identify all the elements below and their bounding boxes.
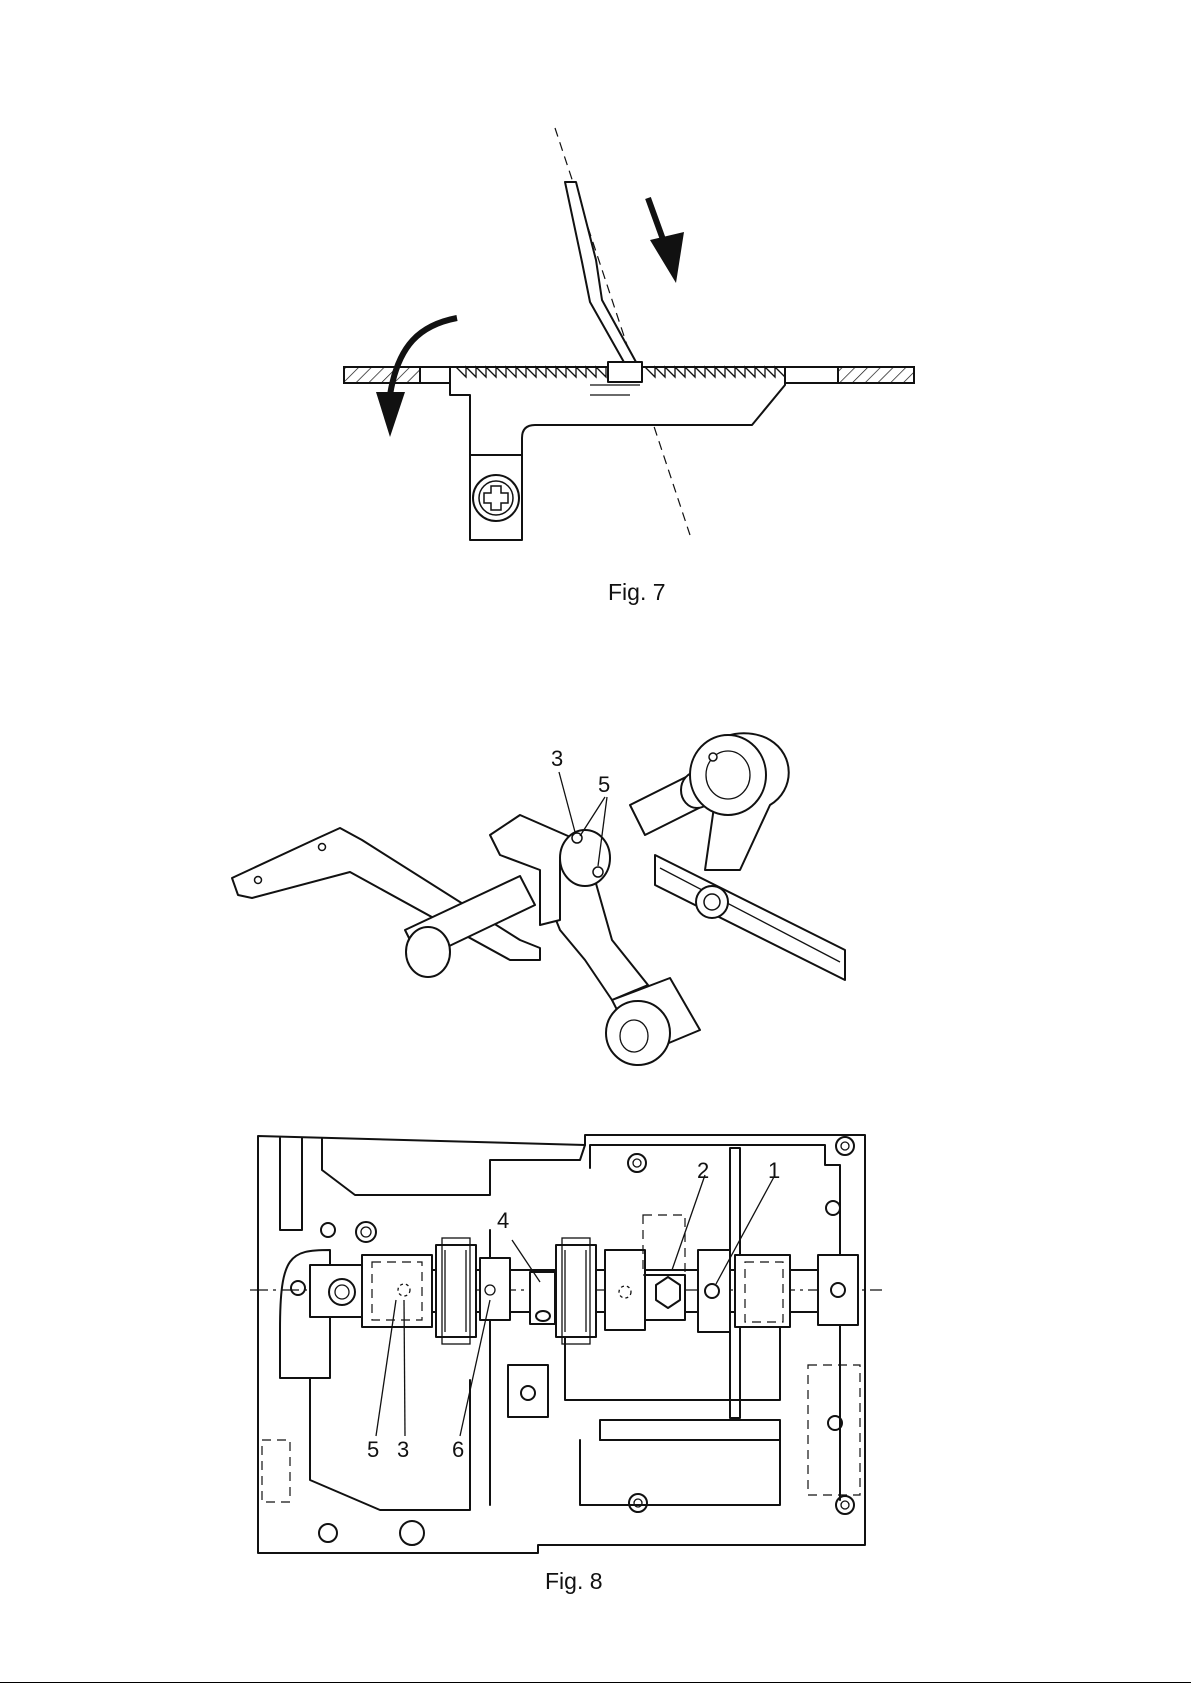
- connecting-bar: [655, 855, 845, 980]
- leader-3-top: [559, 772, 575, 832]
- throat-plate-right: [838, 367, 914, 383]
- throat-plate-left: [344, 367, 420, 383]
- fig8-plan-diagram: [250, 1135, 882, 1553]
- callout-3-top: 3: [551, 746, 563, 771]
- throat-plate-gap-right: [785, 367, 838, 383]
- needle-hole: [608, 362, 642, 382]
- eccentric-left: [605, 1250, 645, 1330]
- down-arrow-icon: [648, 198, 684, 283]
- callout-1: 1: [768, 1158, 780, 1183]
- eccentric-2: [643, 1215, 685, 1275]
- needle: [565, 182, 636, 364]
- fig7-caption: Fig. 7: [608, 579, 666, 605]
- collar-screw-2: [593, 867, 603, 877]
- fig8-perspective-diagram: [232, 733, 845, 1065]
- housing-slot: [280, 1138, 302, 1230]
- crank-hub: [690, 735, 766, 815]
- callout-4: 4: [497, 1208, 509, 1233]
- collar: [560, 830, 610, 886]
- callout-6-plan: 6: [452, 1437, 464, 1462]
- roller: [606, 1001, 670, 1065]
- page-bottom-rule: [0, 1682, 1191, 1683]
- fig7-diagram: [344, 128, 914, 540]
- pin-end: [406, 927, 450, 977]
- left-hidden-feature: [262, 1440, 290, 1502]
- callout-3-plan: 3: [397, 1437, 409, 1462]
- collar-1: [698, 1250, 730, 1332]
- housing-upper-edge: [322, 1138, 585, 1195]
- callout-5-plan: 5: [367, 1437, 379, 1462]
- leader-4: [512, 1240, 540, 1282]
- setscrew-hole: [709, 753, 717, 761]
- collar-4: [530, 1272, 555, 1324]
- throat-plate-gap-left: [420, 367, 454, 383]
- callout-5-top: 5: [598, 772, 610, 797]
- lower-block: [580, 1440, 780, 1505]
- screw-icon: [473, 475, 519, 521]
- callout-2: 2: [697, 1158, 709, 1183]
- bushing: [735, 1255, 790, 1327]
- small-bracket: [508, 1365, 548, 1417]
- fig8-caption: Fig. 8: [545, 1568, 603, 1594]
- right-end-housing: [818, 1255, 858, 1325]
- left-cavity: [310, 1378, 470, 1510]
- lower-step: [600, 1420, 780, 1440]
